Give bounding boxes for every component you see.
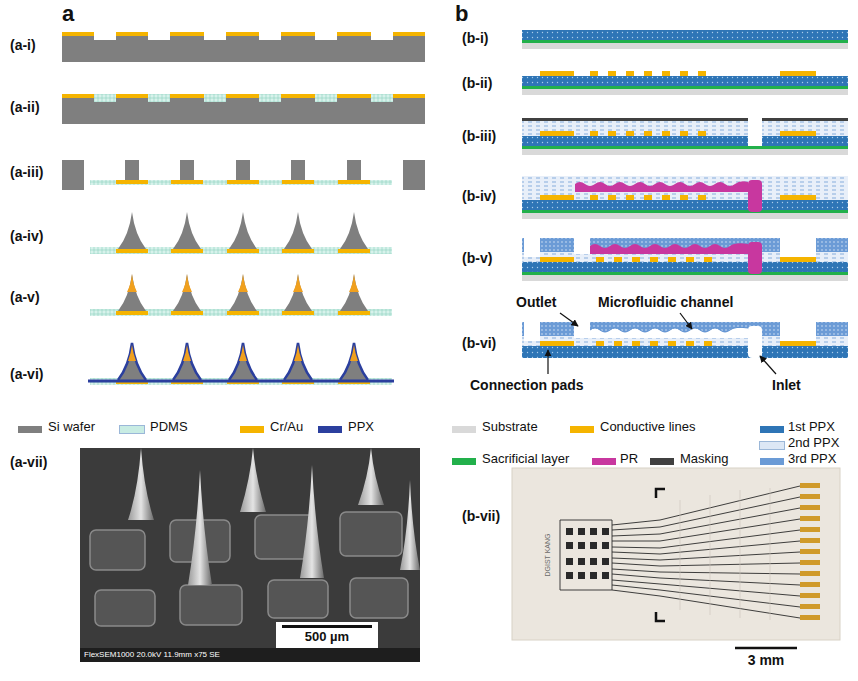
legend-swatch <box>318 426 342 433</box>
step-label: (a-vi) <box>10 366 43 382</box>
step-label: (a-v) <box>10 289 40 305</box>
step-label: (a-iv) <box>10 228 43 244</box>
part-label: Microfluidic channel <box>598 294 733 310</box>
step-label: (b-v) <box>462 250 492 266</box>
legend-text: 1st PPX <box>788 420 835 435</box>
legend-text: PDMS <box>150 420 188 435</box>
legend-swatch <box>760 442 784 449</box>
step-label: (a-iii) <box>10 164 43 180</box>
step-label: (a-i) <box>10 37 36 53</box>
part-label: Connection pads <box>470 377 584 393</box>
legend-swatch <box>120 426 144 433</box>
panel-letter: a <box>62 1 74 26</box>
legend-swatch <box>452 426 476 433</box>
legend-text: PPX <box>348 420 374 435</box>
sem-info: FlexSEM1000 20.0kV 11.9mm x75 SE <box>84 650 220 659</box>
scale-bar-label: 500 µm <box>305 630 349 645</box>
legend-text: Masking <box>680 452 728 467</box>
step-label: (b-vii) <box>462 508 500 524</box>
step-label: (a-ii) <box>10 99 40 115</box>
legend-text: Cr/Au <box>270 420 303 435</box>
part-label: Outlet <box>516 294 556 310</box>
step-label: (b-vi) <box>462 335 496 351</box>
step-label: (b-ii) <box>462 75 492 91</box>
legend-text: 2nd PPX <box>788 436 839 451</box>
legend-text: Sacrificial layer <box>482 452 569 467</box>
device-marking: DGIST KANG <box>544 533 552 576</box>
part-label: Inlet <box>772 377 801 393</box>
legend-swatch <box>760 426 784 433</box>
legend-swatch <box>18 426 42 433</box>
legend-text: Si wafer <box>48 420 95 435</box>
legend-swatch <box>570 426 594 433</box>
legend-swatch <box>240 426 264 433</box>
legend-text: Conductive lines <box>600 420 695 435</box>
step-label: (b-iii) <box>462 128 496 144</box>
legend-text: PR <box>620 452 638 467</box>
legend-text: 3rd PPX <box>788 452 836 467</box>
legend-swatch <box>650 458 674 465</box>
step-label: (a-vii) <box>10 454 47 470</box>
step-label: (b-iv) <box>462 188 496 204</box>
legend-text: Substrate <box>482 420 538 435</box>
legend-swatch <box>592 458 616 465</box>
step-label: (b-i) <box>462 30 488 46</box>
legend-swatch <box>760 458 784 465</box>
scale-bar-label: 3 mm <box>748 652 785 668</box>
panel-letter: b <box>455 1 468 26</box>
legend-swatch <box>452 458 476 465</box>
